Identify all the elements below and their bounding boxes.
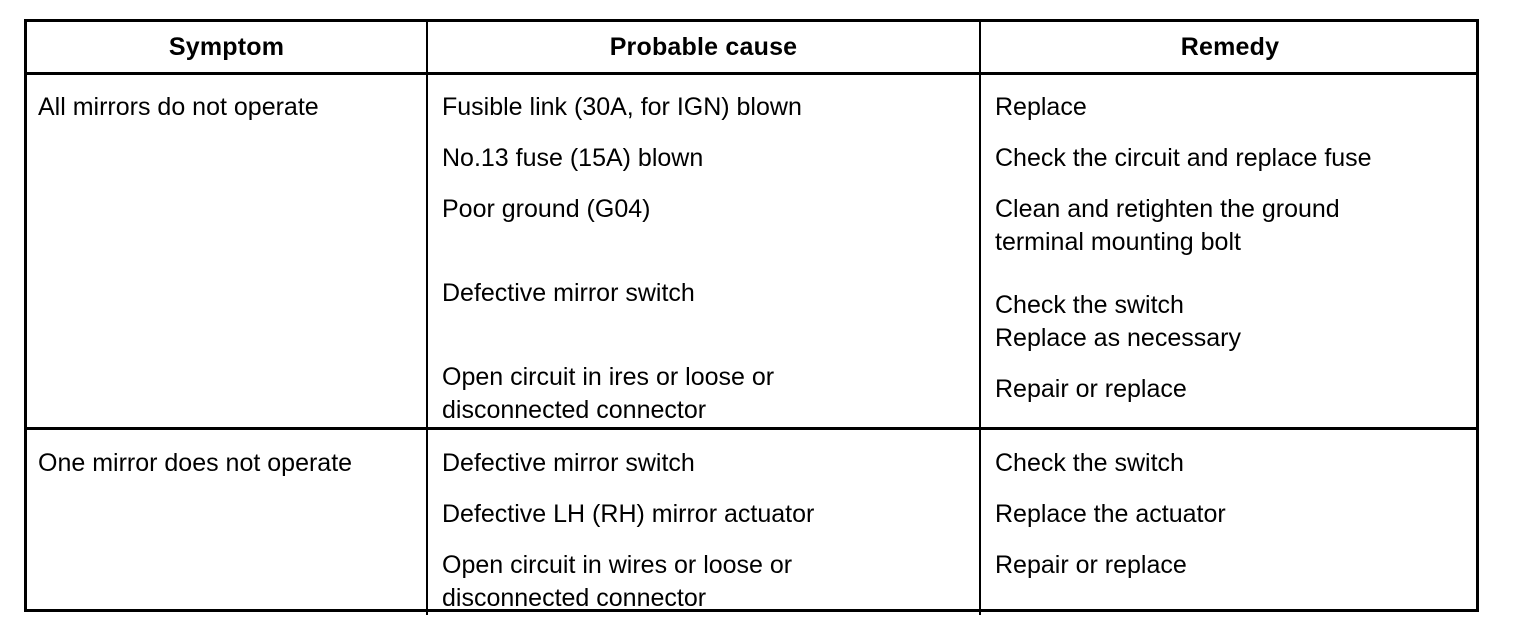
symptom-cell: All mirrors do not operate: [27, 73, 428, 430]
probable-cause-cell: Fusible link (30A, for IGN) blown No.13 …: [427, 73, 981, 430]
cause-item: Open circuit in ires or loose or disconn…: [442, 363, 775, 424]
table-header: Symptom Probable cause Remedy: [27, 22, 1479, 75]
table-row: One mirror does not operate Defective mi…: [27, 428, 1479, 616]
header-row: Symptom Probable cause Remedy: [27, 22, 1479, 75]
remedy-item: Check the circuit and replace fuse: [995, 144, 1372, 172]
cause-item: Open circuit in wires or loose or discon…: [442, 551, 793, 612]
column-header-remedy: Remedy: [980, 22, 1479, 75]
troubleshooting-table: Symptom Probable cause Remedy All mirror…: [27, 22, 1479, 615]
table-body: All mirrors do not operate Fusible link …: [27, 73, 1479, 616]
symptom-text: All mirrors do not operate: [38, 93, 319, 121]
probable-cause-cell: Defective mirror switch Defective LH (RH…: [427, 428, 981, 615]
cause-item: Fusible link (30A, for IGN) blown: [442, 93, 802, 121]
remedy-item: Check the switch: [995, 449, 1184, 477]
remedy-item: Repair or replace: [995, 551, 1187, 579]
cause-item: Defective mirror switch: [442, 279, 695, 307]
cause-item: Defective LH (RH) mirror actuator: [442, 500, 815, 528]
troubleshooting-table-frame: Symptom Probable cause Remedy All mirror…: [24, 19, 1479, 615]
column-header-symptom: Symptom: [27, 22, 428, 75]
remedy-item: Check the switch Replace as necessary: [995, 291, 1241, 352]
remedy-item: Replace: [995, 93, 1087, 121]
column-header-probable-cause: Probable cause: [427, 22, 981, 75]
remedy-cell: Replace Check the circuit and replace fu…: [980, 73, 1479, 430]
remedy-item: Replace the actuator: [995, 500, 1226, 528]
remedy-cell: Check the switch Replace the actuator Re…: [980, 429, 1479, 616]
symptom-cell: One mirror does not operate: [27, 428, 428, 615]
remedy-item: Repair or replace: [995, 375, 1187, 403]
cause-item: Defective mirror switch: [442, 449, 695, 477]
table-row: All mirrors do not operate Fusible link …: [27, 73, 1479, 430]
remedy-item: Clean and retighten the ground terminal …: [995, 195, 1340, 256]
symptom-text: One mirror does not operate: [38, 449, 353, 477]
cause-item: No.13 fuse (15A) blown: [442, 144, 704, 172]
cause-item: Poor ground (G04): [442, 195, 651, 223]
